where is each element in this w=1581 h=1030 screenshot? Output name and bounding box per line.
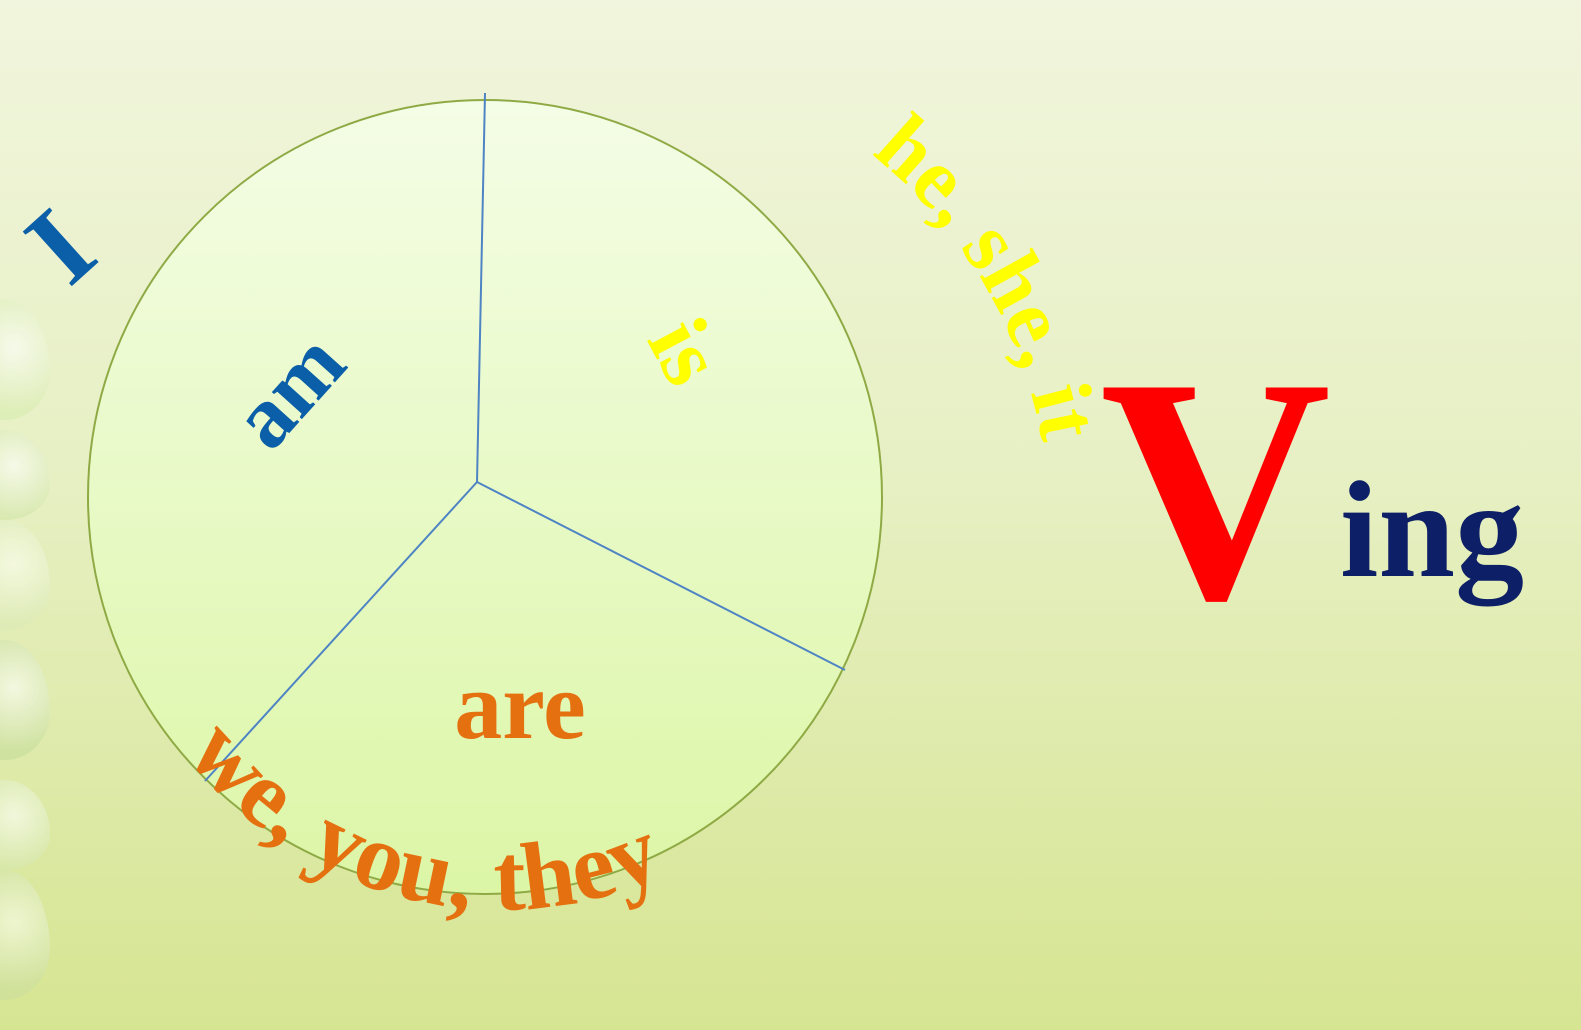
ving-v-letter: V (1100, 330, 1331, 650)
ving-ing-suffix: ing (1340, 460, 1524, 600)
pronoun-he-she-it-text: he, she, it (859, 96, 1119, 448)
section-are-label: are (454, 652, 585, 759)
pronoun-he-she-it-label: he, she, it (859, 96, 1119, 448)
pronoun-i-label: I (3, 186, 118, 307)
ving-formula: V ing (1100, 330, 1570, 630)
